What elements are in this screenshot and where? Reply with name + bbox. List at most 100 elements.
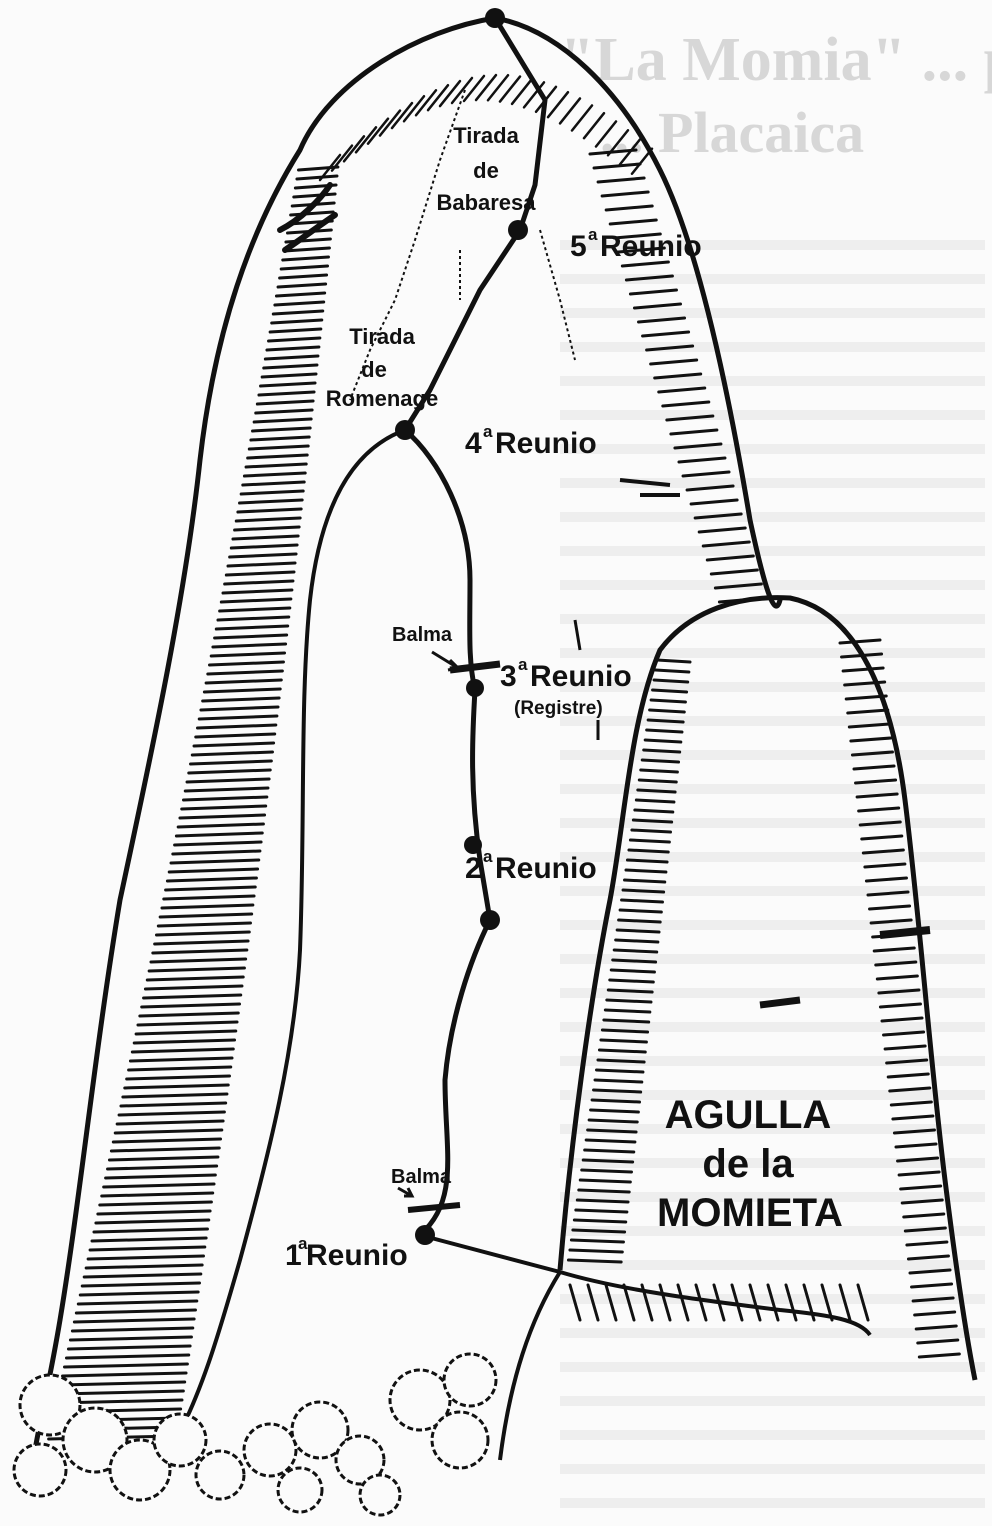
hatch-stroke	[236, 518, 300, 521]
hatch-stroke	[899, 1172, 939, 1175]
hatch-stroke	[196, 734, 275, 737]
hatch-stroke	[68, 1346, 190, 1349]
hatch-stroke	[650, 710, 685, 712]
hatch-stroke	[210, 662, 284, 665]
hatch-stroke	[683, 472, 729, 476]
hatch-stroke	[171, 860, 259, 863]
agulla-line3: MOMIETA	[657, 1191, 843, 1235]
hatch-stroke	[164, 896, 254, 899]
hatch-stroke	[577, 1200, 628, 1202]
ghost-title-line1: "La Momia" ... per la	[560, 26, 992, 94]
ghost-text-line	[560, 1430, 985, 1440]
hatch-stroke	[915, 1312, 955, 1315]
hatch-stroke	[175, 842, 261, 845]
hatch-stroke	[90, 1247, 205, 1250]
hatch-stroke	[194, 743, 274, 746]
hatch-stroke	[275, 302, 324, 305]
label-reunio-3: 3 a Reunio (Registre)	[500, 655, 632, 719]
balma-upper-label: Balma	[392, 624, 453, 646]
hatch-stroke	[259, 392, 314, 395]
hatch-stroke	[76, 1310, 195, 1313]
bush-shape	[360, 1475, 400, 1515]
hatch-stroke	[276, 293, 324, 296]
hatch-stroke	[82, 1283, 199, 1286]
hatch-stroke	[904, 1214, 944, 1217]
hatch-stroke	[634, 304, 680, 308]
hatch-stroke	[602, 1030, 647, 1032]
ghost-body-lines	[560, 240, 985, 1508]
hatch-stroke	[142, 1004, 240, 1007]
reunio-1-marker	[415, 1225, 435, 1245]
hatch-stroke	[151, 959, 246, 962]
momieta-hatching	[568, 640, 959, 1357]
ghost-text-line	[560, 1362, 985, 1372]
hatch-stroke	[912, 1284, 952, 1287]
hatch-stroke	[253, 428, 311, 431]
hatch-stroke	[176, 833, 262, 836]
hatch-stroke	[605, 1010, 649, 1012]
hatch-stroke	[638, 790, 675, 792]
hatch-stroke	[865, 864, 905, 867]
hatch-stroke	[160, 914, 252, 917]
label-reunio-4: 4 a Reunio	[465, 422, 597, 460]
base-bushes	[14, 1354, 496, 1515]
hatch-stroke	[144, 995, 241, 998]
hatch-stroke	[115, 1130, 222, 1133]
hatch-stroke	[197, 725, 275, 728]
hatch-stroke	[888, 1074, 928, 1077]
hatch-stroke	[102, 1193, 213, 1196]
hatch-stroke	[257, 401, 313, 404]
ghost-heading: "La Momia" ... per la ... Placaica	[560, 26, 992, 165]
hatch-stroke	[648, 720, 683, 722]
hatch-stroke	[614, 950, 657, 952]
hatch-stroke	[183, 797, 266, 800]
hatch-stroke	[233, 536, 298, 539]
hatch-stroke	[88, 1256, 203, 1259]
hatch-stroke	[607, 1000, 651, 1002]
reunio-5-marker	[508, 220, 528, 240]
reunio-4-number: 4	[465, 427, 482, 460]
hatch-stroke	[610, 220, 656, 224]
hatch-stroke	[623, 890, 664, 892]
hatch-stroke	[707, 556, 753, 560]
tirada-romenage-line1: Tirada	[349, 324, 415, 349]
hatch-stroke	[125, 1085, 228, 1088]
bush-shape	[154, 1414, 206, 1466]
hatch-stroke	[356, 127, 376, 152]
hatch-stroke	[109, 1157, 217, 1160]
hatch-stroke	[201, 707, 278, 710]
hatch-stroke	[548, 92, 568, 117]
hatch-stroke	[625, 880, 665, 882]
hatch-stroke	[261, 383, 315, 386]
hatch-stroke	[659, 388, 705, 392]
hatch-stroke	[885, 1046, 925, 1049]
summit-point	[485, 8, 505, 28]
hatch-stroke	[145, 986, 242, 989]
momia-inner-edge	[170, 430, 405, 1450]
hatch-stroke	[215, 635, 287, 638]
tirada-romenage-line2: de	[361, 357, 387, 382]
ghost-text-line	[560, 546, 985, 556]
hatch-stroke	[127, 1076, 230, 1079]
hatch-stroke	[656, 670, 689, 672]
hatch-stroke	[256, 410, 312, 413]
momieta-left-foot	[500, 1272, 560, 1460]
ghost-text-line	[560, 580, 985, 590]
hatch-stroke	[611, 970, 654, 972]
hatch-stroke	[452, 78, 472, 103]
hatch-stroke	[918, 1340, 958, 1343]
hatch-stroke	[191, 761, 272, 764]
hatch-stroke	[627, 860, 667, 862]
hatch-stroke	[616, 940, 658, 942]
hatch-stroke	[231, 545, 297, 548]
hatch-stroke	[111, 1148, 219, 1151]
hatch-stroke	[464, 76, 484, 101]
hatch-stroke	[249, 446, 308, 449]
hatch-stroke	[80, 1292, 198, 1295]
hatch-stroke	[699, 528, 745, 532]
hatch-stroke	[639, 318, 685, 322]
hatch-stroke	[178, 824, 263, 827]
hatch-stroke	[136, 1031, 236, 1034]
hatch-stroke	[602, 192, 648, 196]
